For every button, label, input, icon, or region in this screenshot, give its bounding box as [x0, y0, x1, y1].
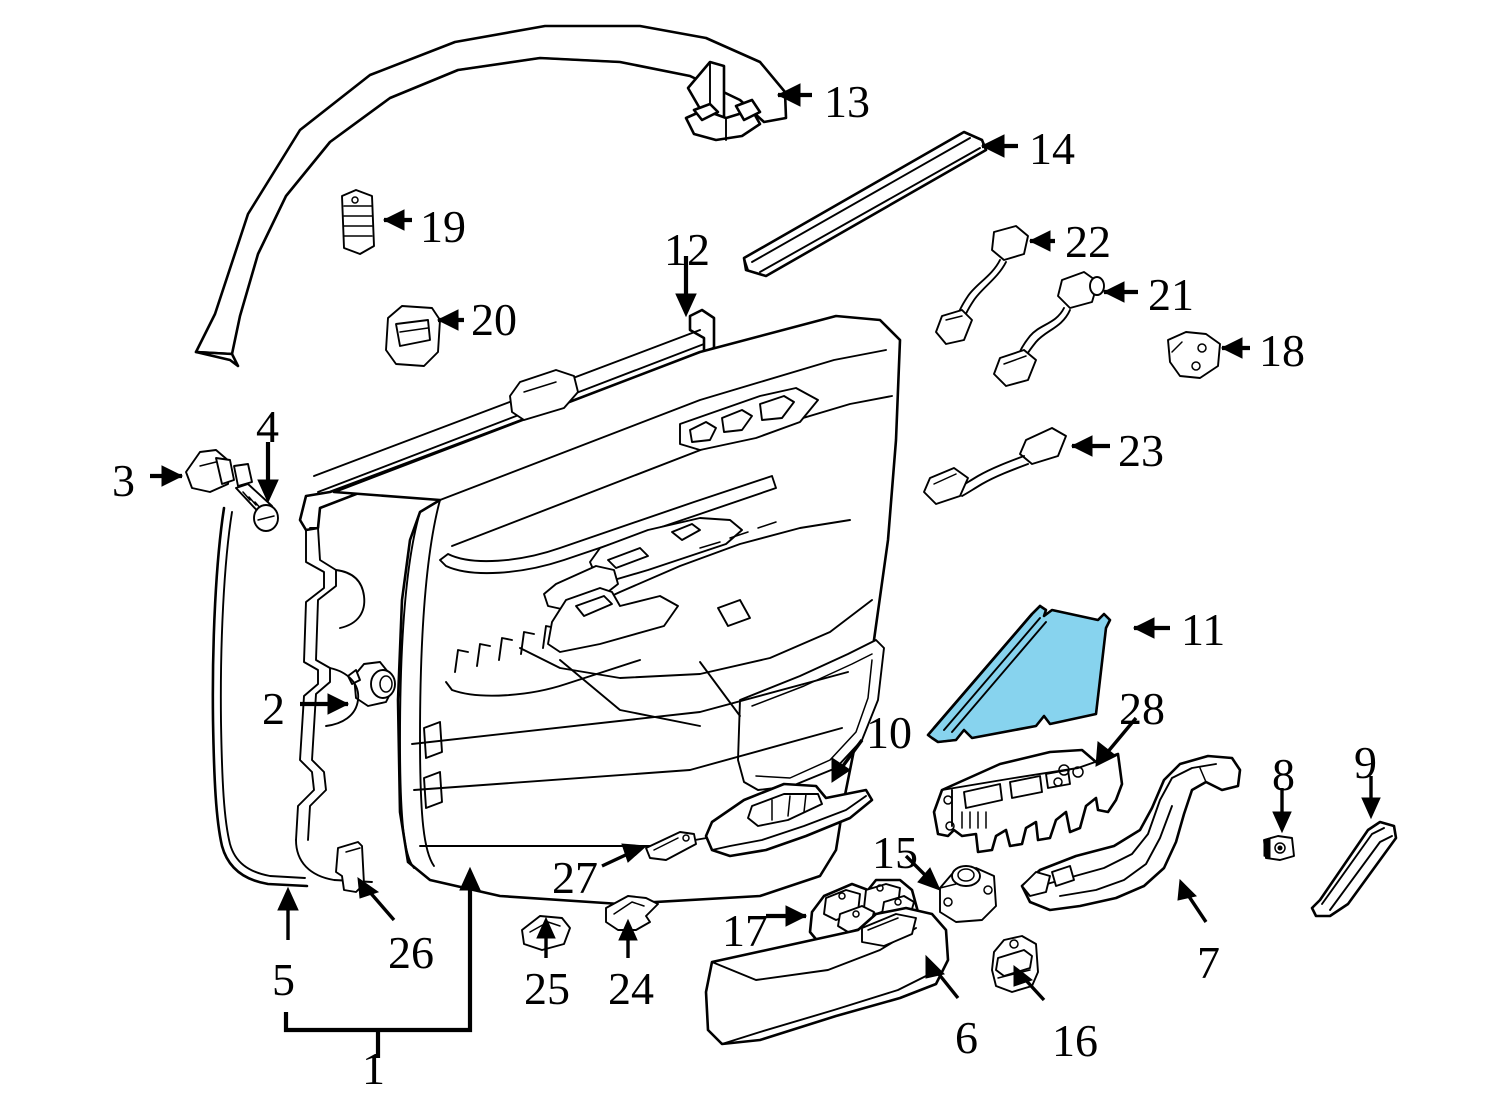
callout-label-16: 16: [1052, 1015, 1098, 1066]
part-11-switch-panel-trim-cover: [926, 604, 1112, 744]
part-15-lock-actuator: [939, 865, 997, 923]
part-24-push-in-clip: [605, 895, 659, 931]
callout-label-19: 19: [420, 201, 466, 252]
callout-label-9: 9: [1354, 737, 1377, 788]
part-18-corner-bracket: [1167, 331, 1221, 379]
part-28-switch-carrier-housing: [932, 748, 1124, 854]
callout-label-26: 26: [388, 927, 434, 978]
callout-label-20: 20: [471, 294, 517, 345]
door-inner-bracket: [295, 519, 373, 883]
callout-label-28: 28: [1119, 683, 1165, 734]
callout-label-2: 2: [262, 683, 285, 734]
callout-label-18: 18: [1259, 325, 1305, 376]
callout-label-3: 3: [112, 455, 135, 506]
callout-label-14: 14: [1029, 123, 1075, 174]
callout-label-21: 21: [1148, 269, 1194, 320]
part-5-door-seal-strip: [211, 506, 309, 888]
callout-label-25: 25: [524, 963, 570, 1014]
part-27-slim-cover-clip: [645, 831, 697, 861]
callout-label-22: 22: [1065, 216, 1111, 267]
callout-label-11: 11: [1181, 604, 1226, 655]
callout-label-6: 6: [955, 1012, 978, 1063]
callout-label-8: 8: [1272, 749, 1295, 800]
part-16-single-window-switch: [991, 935, 1039, 993]
part-7-handle-surround-frame: [1020, 754, 1242, 912]
part-23-connector-cable: [923, 427, 1067, 505]
callout-label-10: 10: [866, 707, 912, 758]
part-22-connector-cable: [935, 225, 1029, 345]
callout-label-17: 17: [722, 905, 768, 956]
callout-label-24: 24: [608, 963, 654, 1014]
part-14-window-belt-molding: [742, 130, 988, 278]
callout-label-15: 15: [872, 827, 918, 878]
part-21-connector-cable: [993, 271, 1105, 387]
part-20-switch-clip: [385, 305, 441, 367]
callout-label-13: 13: [824, 76, 870, 127]
part-6-armrest-pull-handle: [704, 906, 950, 1046]
part-2-door-grommet: [347, 661, 396, 707]
leader-lines: [150, 83, 1381, 1058]
part-19-retaining-clip: [341, 189, 375, 255]
part-9-side-trim-insert: [1310, 820, 1398, 918]
part-4-screw: [235, 483, 279, 532]
callout-label-7: 7: [1197, 937, 1220, 988]
callout-label-5: 5: [272, 954, 295, 1005]
callout-label-12: 12: [664, 224, 710, 275]
part-3-upper-clip-bracket: [185, 449, 253, 493]
part-8-clip-retainer: [1263, 835, 1295, 861]
callout-label-23: 23: [1118, 425, 1164, 476]
callout-label-27: 27: [552, 852, 598, 903]
callout-label-1: 1: [362, 1043, 385, 1094]
part-10-handle-trim-bezel: [704, 782, 874, 858]
part-13-cap-detail: [684, 60, 762, 142]
part-12-door-trim-panel: [298, 308, 902, 906]
callout-label-4: 4: [256, 401, 279, 452]
part-26-flat-retainer-clip: [335, 841, 365, 893]
